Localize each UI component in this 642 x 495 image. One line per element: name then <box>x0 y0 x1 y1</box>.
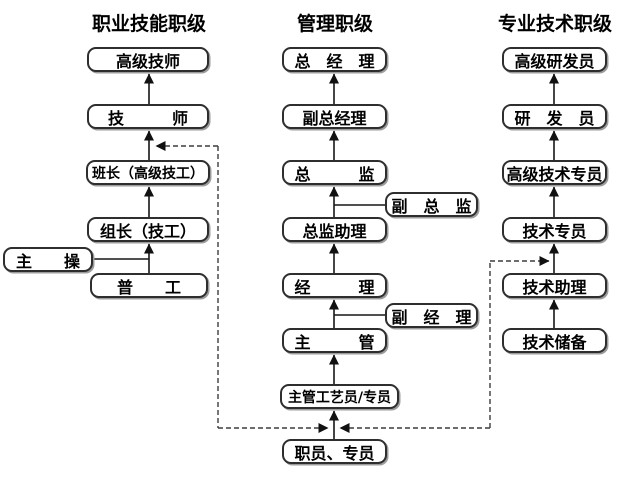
box-group-leader: 组长（技工） <box>87 217 209 242</box>
box-chief-process-specialist: 主管工艺员/专员 <box>280 384 399 409</box>
box-staff-specialist: 职员、专员 <box>282 439 387 464</box>
box-deputy-general-manager: 副总经理 <box>282 104 387 129</box>
box-general-manager: 总 经 理 <box>282 47 387 72</box>
box-tech-assistant: 技术助理 <box>502 273 607 298</box>
management-track-arrows <box>329 73 385 439</box>
box-squad-leader: 班长（高级技工） <box>86 160 210 185</box>
header-technical-track: 专业技术职级 <box>497 13 612 35</box>
box-senior-rd: 高级研发员 <box>502 47 607 72</box>
cross-track-transfer-path <box>155 141 550 433</box>
box-tech-specialist: 技术专员 <box>502 217 607 242</box>
header-management-track: 管理职级 <box>296 13 373 35</box>
header-skill-track: 职业技能职级 <box>91 13 206 35</box>
skill-track-arrows <box>93 73 154 273</box>
box-rd: 研 发 员 <box>502 104 607 129</box>
box-supervisor: 主 管 <box>282 328 387 353</box>
box-technician: 技 师 <box>87 104 209 129</box>
box-senior-tech-specialist: 高级技术专员 <box>502 160 607 185</box>
box-senior-technician: 高级技师 <box>87 47 209 72</box>
box-general-worker: 普 工 <box>90 273 208 298</box>
box-manager: 经 理 <box>282 273 387 298</box>
box-deputy-manager: 副 经 理 <box>385 303 478 328</box>
box-director: 总 监 <box>282 160 387 185</box>
box-deputy-director: 副 总 监 <box>385 192 478 217</box>
box-tech-reserve: 技术储备 <box>502 328 607 353</box>
box-main-operator: 主 操 <box>3 247 93 272</box>
box-director-assistant: 总监助理 <box>282 217 387 242</box>
